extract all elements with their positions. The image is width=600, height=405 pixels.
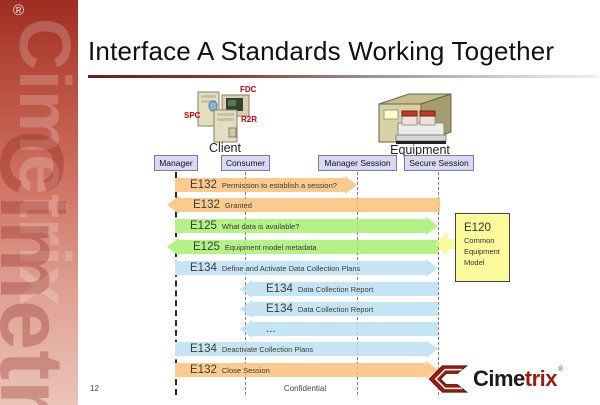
message-e132-permission: E132 Permission to establish a session? <box>175 176 357 194</box>
callout-arrow-shape <box>436 231 456 257</box>
message-text: Permission to establish a session? <box>221 180 337 190</box>
client-tag-r2r: R2R <box>241 115 258 124</box>
callout-line: Common <box>464 236 495 245</box>
footer-confidential: Confidential <box>283 384 327 393</box>
message-code: E125 <box>193 241 220 253</box>
message-text: Equipment model metadata <box>224 242 317 252</box>
arrow-left-icon <box>240 280 438 298</box>
message-e134-define-activate: E134 Define and Activate Data Collection … <box>175 259 438 277</box>
message-text: Close Session <box>221 365 270 375</box>
arrow-left-icon <box>167 196 440 214</box>
lifeline-manager-session-overlay <box>357 172 358 395</box>
message-ellipsis: ... <box>240 320 438 338</box>
arrow-right-icon <box>175 259 438 277</box>
e120-callout: E120 Common Equipment Model <box>455 213 510 282</box>
lane-manager-session: Manager Session <box>318 155 397 171</box>
page-number: 12 <box>90 384 99 393</box>
client-label: Client <box>209 141 241 155</box>
callout-line: Equipment <box>464 247 500 256</box>
message-code: E132 <box>190 179 217 191</box>
message-code: E125 <box>190 220 217 232</box>
message-e132-close: E132 Close Session <box>175 361 438 379</box>
lane-manager: Manager <box>154 155 198 171</box>
sidebar-watermark-dark: Cimetrix <box>0 130 78 405</box>
cimetrix-logo: Cimetrix® <box>427 364 563 394</box>
lane-consumer: Consumer <box>221 155 270 171</box>
message-code: E132 <box>193 199 220 211</box>
arrow-right-icon <box>175 361 438 379</box>
message-text: Granted <box>224 200 252 210</box>
arrow-left-icon <box>167 238 438 256</box>
callout-line: Model <box>464 258 485 267</box>
logo-text-red: trix <box>524 366 558 391</box>
message-code: E134 <box>190 262 217 274</box>
arrow-right-icon <box>175 217 438 235</box>
title-divider <box>88 75 597 78</box>
message-e134-deactivate: E134 Deactivate Collection Plans <box>175 340 438 358</box>
lifeline-manager <box>175 172 177 395</box>
message-e134-report-2: E134 Data Collection Report <box>240 300 438 318</box>
message-text: Define and Activate Data Collection Plan… <box>221 263 361 273</box>
message-text: Deactivate Collection Plans <box>221 344 314 354</box>
message-text: Data Collection Report <box>297 284 374 294</box>
message-e125-metadata: E125 Equipment model metadata <box>167 238 438 256</box>
brand-sidebar: Cimetrix Cimetrix ® <box>0 0 78 405</box>
lifeline-consumer <box>245 172 246 395</box>
client-tag-fdc: FDC <box>240 85 257 94</box>
slide-title: Interface A Standards Working Together <box>88 36 555 66</box>
logo-registered-icon: ® <box>558 366 563 373</box>
message-code: E132 <box>190 364 217 376</box>
arrow-left-icon <box>240 300 438 318</box>
callout-code: E120 <box>464 222 491 234</box>
lifeline-secure-session <box>438 172 439 395</box>
message-code: E134 <box>266 283 293 295</box>
message-text: Data Collection Report <box>297 304 374 314</box>
client-computers-icon <box>197 91 250 143</box>
message-e134-report-1: E134 Data Collection Report <box>240 280 438 298</box>
lifeline-consumer-overlay <box>245 172 246 395</box>
message-code: E134 <box>190 343 217 355</box>
message-code: E134 <box>266 303 293 315</box>
lifeline-secure-session-overlay <box>438 172 439 395</box>
sidebar-watermark-light: Cimetrix <box>4 18 78 307</box>
arrow-right-icon <box>175 340 438 358</box>
equipment-label: Equipment <box>390 143 450 157</box>
cimetrix-logo-text: Cimetrix® <box>473 366 563 392</box>
callout-arrow-left-icon <box>436 231 456 257</box>
message-e125-what-data: E125 What data is available? <box>175 217 438 235</box>
arrow-right-icon <box>175 176 357 194</box>
message-text: What data is available? <box>221 221 300 231</box>
client-tag-spc: SPC <box>184 111 201 120</box>
arrow-left-icon <box>240 320 438 338</box>
equipment-machine-icon <box>378 93 452 144</box>
lane-secure-session: Secure Session <box>404 155 474 171</box>
logo-text-black: Cime <box>473 366 525 391</box>
registered-trademark-icon: ® <box>13 2 25 19</box>
cimetrix-logo-mark-icon <box>428 365 469 393</box>
message-e132-granted: E132 Granted <box>167 196 440 214</box>
message-code: ... <box>266 323 276 335</box>
